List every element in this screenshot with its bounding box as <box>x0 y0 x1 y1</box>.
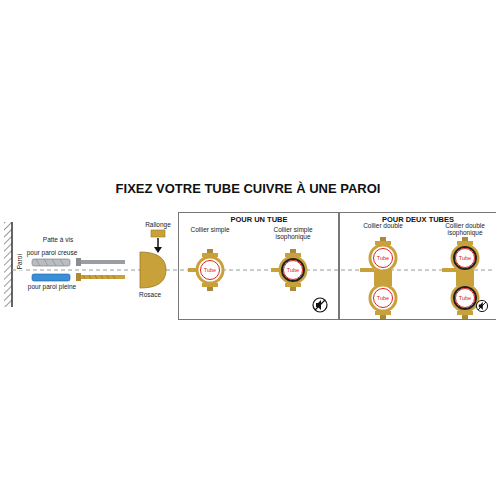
tube-circle: Tube <box>283 260 303 280</box>
part-label: Collier double <box>362 222 404 229</box>
tube-circle: Tube <box>373 248 393 268</box>
part-label: Collier simple <box>189 226 230 233</box>
part-label: Paroi <box>16 253 23 270</box>
tube-circle: Tube <box>200 260 220 280</box>
part-label: pour paroi creuse <box>26 249 79 256</box>
title: FIXEZ VOTRE TUBE CUIVRE À UNE PAROI <box>0 182 496 197</box>
tube-circle: Tube <box>455 288 475 308</box>
part-label: Collier double isophonique <box>438 222 492 237</box>
part-label: pour paroi pleine <box>27 283 77 290</box>
tube-label: Tube <box>204 267 216 273</box>
tube-circle: Tube <box>455 248 475 268</box>
tube-label: Tube <box>459 255 471 261</box>
part-label: Collier simple isophonique <box>256 226 330 241</box>
tube-circle: Tube <box>373 288 393 308</box>
tube-label: Tube <box>459 295 471 301</box>
part-label: Rallonge <box>144 221 172 228</box>
tube-label: Tube <box>287 267 299 273</box>
group-heading: POUR UN TUBE <box>179 213 339 224</box>
tube-label: Tube <box>377 255 389 261</box>
tube-label: Tube <box>377 295 389 301</box>
part-label: Rosace <box>138 291 162 298</box>
part-label: Patte à vis <box>42 236 74 243</box>
